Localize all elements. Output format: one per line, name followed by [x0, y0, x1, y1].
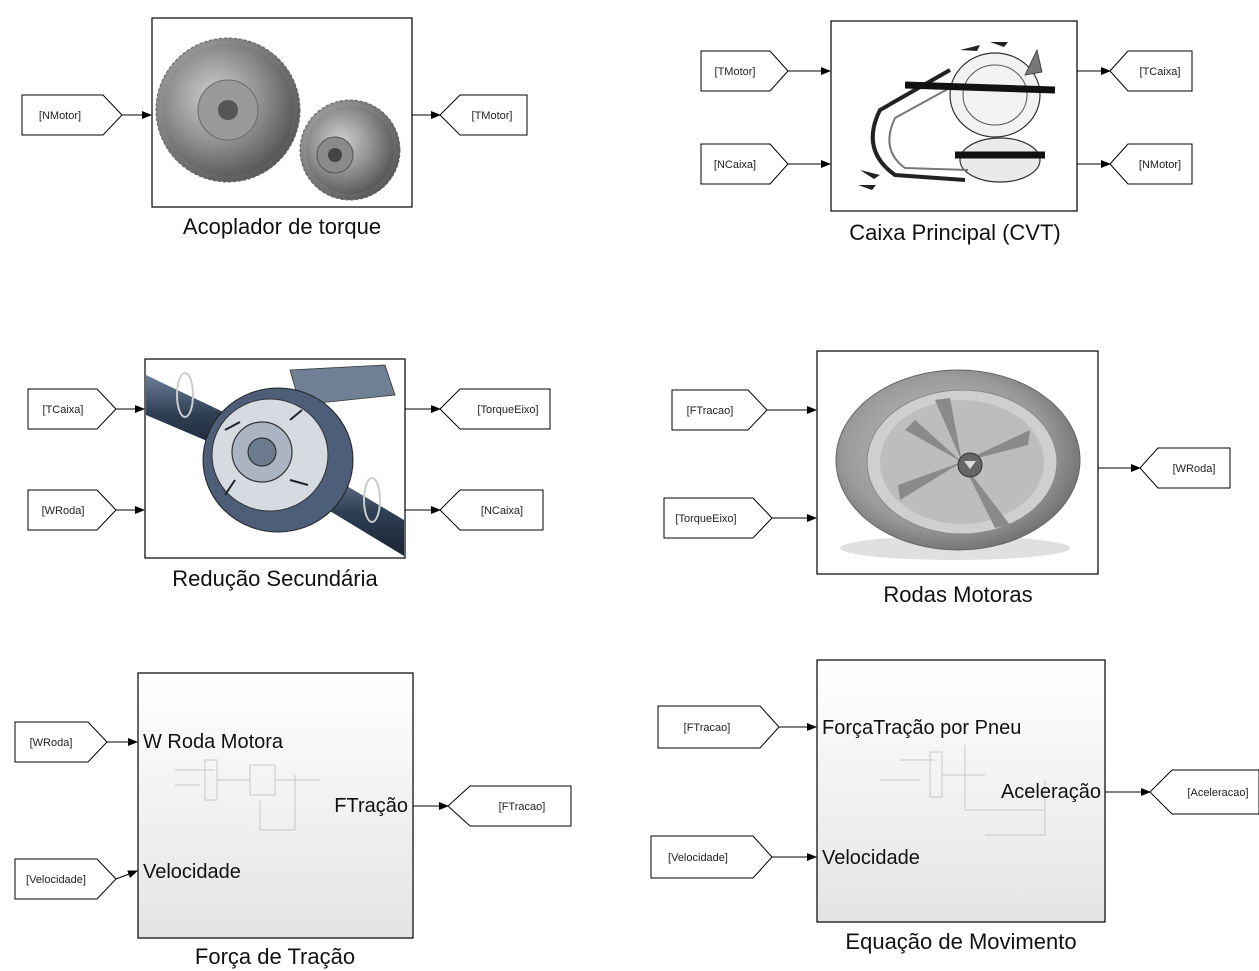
block-frame — [830, 20, 1078, 212]
tag-label: [TMotor] — [715, 66, 756, 78]
inport-label: ForçaTração por Pneu — [822, 717, 1021, 739]
inport-label: W Roda Motora — [143, 731, 284, 753]
gears-icon — [155, 37, 401, 201]
subsystem-preview-icon — [880, 745, 1046, 836]
block-title: Acoplador de torque — [183, 214, 381, 239]
tag-label: [TorqueEixo] — [675, 513, 736, 525]
goto-tag-ftracao[interactable]: [FTracao] — [447, 785, 572, 827]
tag-label: [TCaixa] — [43, 404, 84, 416]
from-tag-velocidade[interactable]: [Velocidade] — [14, 858, 117, 900]
tag-label: [Aceleracao] — [1187, 787, 1248, 799]
block-reducao-secundaria[interactable]: Redução Secundária — [144, 358, 406, 591]
wheel-icon — [835, 369, 1081, 560]
outport-label: FTração — [334, 795, 408, 817]
from-tag-tmotor[interactable]: [TMotor] — [700, 50, 789, 92]
block-title: Força de Tração — [195, 944, 355, 969]
subsystem-frame — [816, 659, 1106, 923]
differential-icon — [146, 364, 404, 556]
inport-label: Velocidade — [143, 861, 241, 883]
goto-tag-aceleracao[interactable]: [Aceleracao] — [1149, 769, 1259, 815]
from-tag-ftracao-2[interactable]: [FTracao] — [657, 705, 780, 749]
tag-label: [TorqueEixo] — [477, 404, 538, 416]
block-caixa-principal-cvt[interactable]: Caixa Principal (CVT) — [830, 20, 1078, 245]
subsystem-preview-icon — [175, 759, 320, 831]
from-tag-wroda[interactable]: [WRoda] — [27, 489, 117, 531]
tag-label: [Velocidade] — [26, 874, 86, 886]
block-title: Equação de Movimento — [845, 929, 1076, 954]
tag-label: [NCaixa] — [481, 505, 523, 517]
goto-tag-wroda[interactable]: [WRoda] — [1139, 447, 1231, 489]
goto-tag-nmotor[interactable]: [NMotor] — [1109, 143, 1193, 185]
tag-label: [Velocidade] — [668, 852, 728, 864]
tag-label: [WRoda] — [30, 737, 73, 749]
signal-line — [115, 870, 138, 880]
block-forca-de-tracao[interactable]: W Roda Motora Velocidade FTração Força d… — [137, 672, 414, 969]
goto-tag-ncaixa[interactable]: [NCaixa] — [439, 489, 544, 531]
subsystem-frame — [137, 672, 414, 939]
from-tag-tcaixa[interactable]: [TCaixa] — [27, 388, 117, 430]
tag-label: [TCaixa] — [1140, 66, 1181, 78]
block-title: Redução Secundária — [172, 566, 378, 591]
block-title: Caixa Principal (CVT) — [849, 220, 1061, 245]
block-rodas-motoras[interactable]: Rodas Motoras — [816, 350, 1099, 607]
goto-tag-torqueeixo[interactable]: [TorqueEixo] — [439, 388, 551, 430]
from-tag-wroda-2[interactable]: [WRoda] — [14, 721, 108, 763]
block-title: Rodas Motoras — [883, 582, 1032, 607]
tag-label: [WRoda] — [1173, 463, 1216, 475]
tag-label: [TMotor] — [472, 110, 513, 122]
inport-label: Velocidade — [822, 847, 920, 869]
tag-label: [WRoda] — [42, 505, 85, 517]
tag-label: [FTracao] — [684, 722, 731, 734]
goto-tag-tmotor[interactable]: [TMotor] — [439, 94, 528, 136]
tag-label: [FTracao] — [499, 801, 546, 813]
tag-label: [NCaixa] — [714, 159, 756, 171]
from-tag-velocidade-2[interactable]: [Velocidade] — [650, 835, 773, 879]
from-tag-ncaixa[interactable]: [NCaixa] — [700, 143, 789, 185]
tag-label: [FTracao] — [687, 405, 734, 417]
block-equacao-de-movimento[interactable]: ForçaTração por Pneu Velocidade Aceleraç… — [816, 659, 1106, 954]
from-tag-nmotor[interactable]: [NMotor] — [21, 94, 123, 136]
block-acoplador-de-torque[interactable]: Acoplador de torque — [151, 17, 413, 239]
tag-label: [NMotor] — [39, 110, 81, 122]
cvt-belt-icon — [858, 42, 1056, 190]
outport-label: Aceleração — [1001, 781, 1101, 803]
from-tag-ftracao[interactable]: [FTracao] — [671, 389, 768, 431]
from-tag-torqueeixo[interactable]: [TorqueEixo] — [663, 497, 773, 539]
goto-tag-tcaixa[interactable]: [TCaixa] — [1109, 50, 1193, 92]
tag-label: [NMotor] — [1139, 159, 1181, 171]
